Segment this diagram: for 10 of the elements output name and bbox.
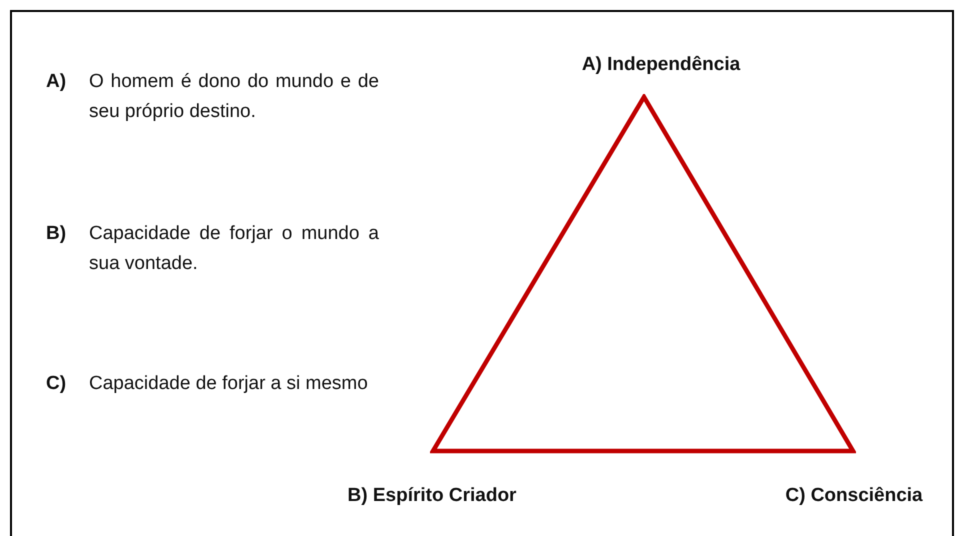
vertex-label: A) Independência [582,54,740,76]
triangle-outline [430,94,856,454]
item-text: Capacidade de forjar o mundo a sua vontade. [89,222,379,276]
vertex-label: C) Consciência [785,485,923,507]
item-letter: C) [46,372,66,396]
item-letter: A) [46,70,66,94]
item-letter: B) [46,222,66,246]
item-text: Capacidade de forjar a si mesmo [89,372,369,396]
item-text: O homem é dono do mundo e de seu próprio destino. [89,70,379,124]
vertex-label: B) Espírito Criador [348,485,516,507]
